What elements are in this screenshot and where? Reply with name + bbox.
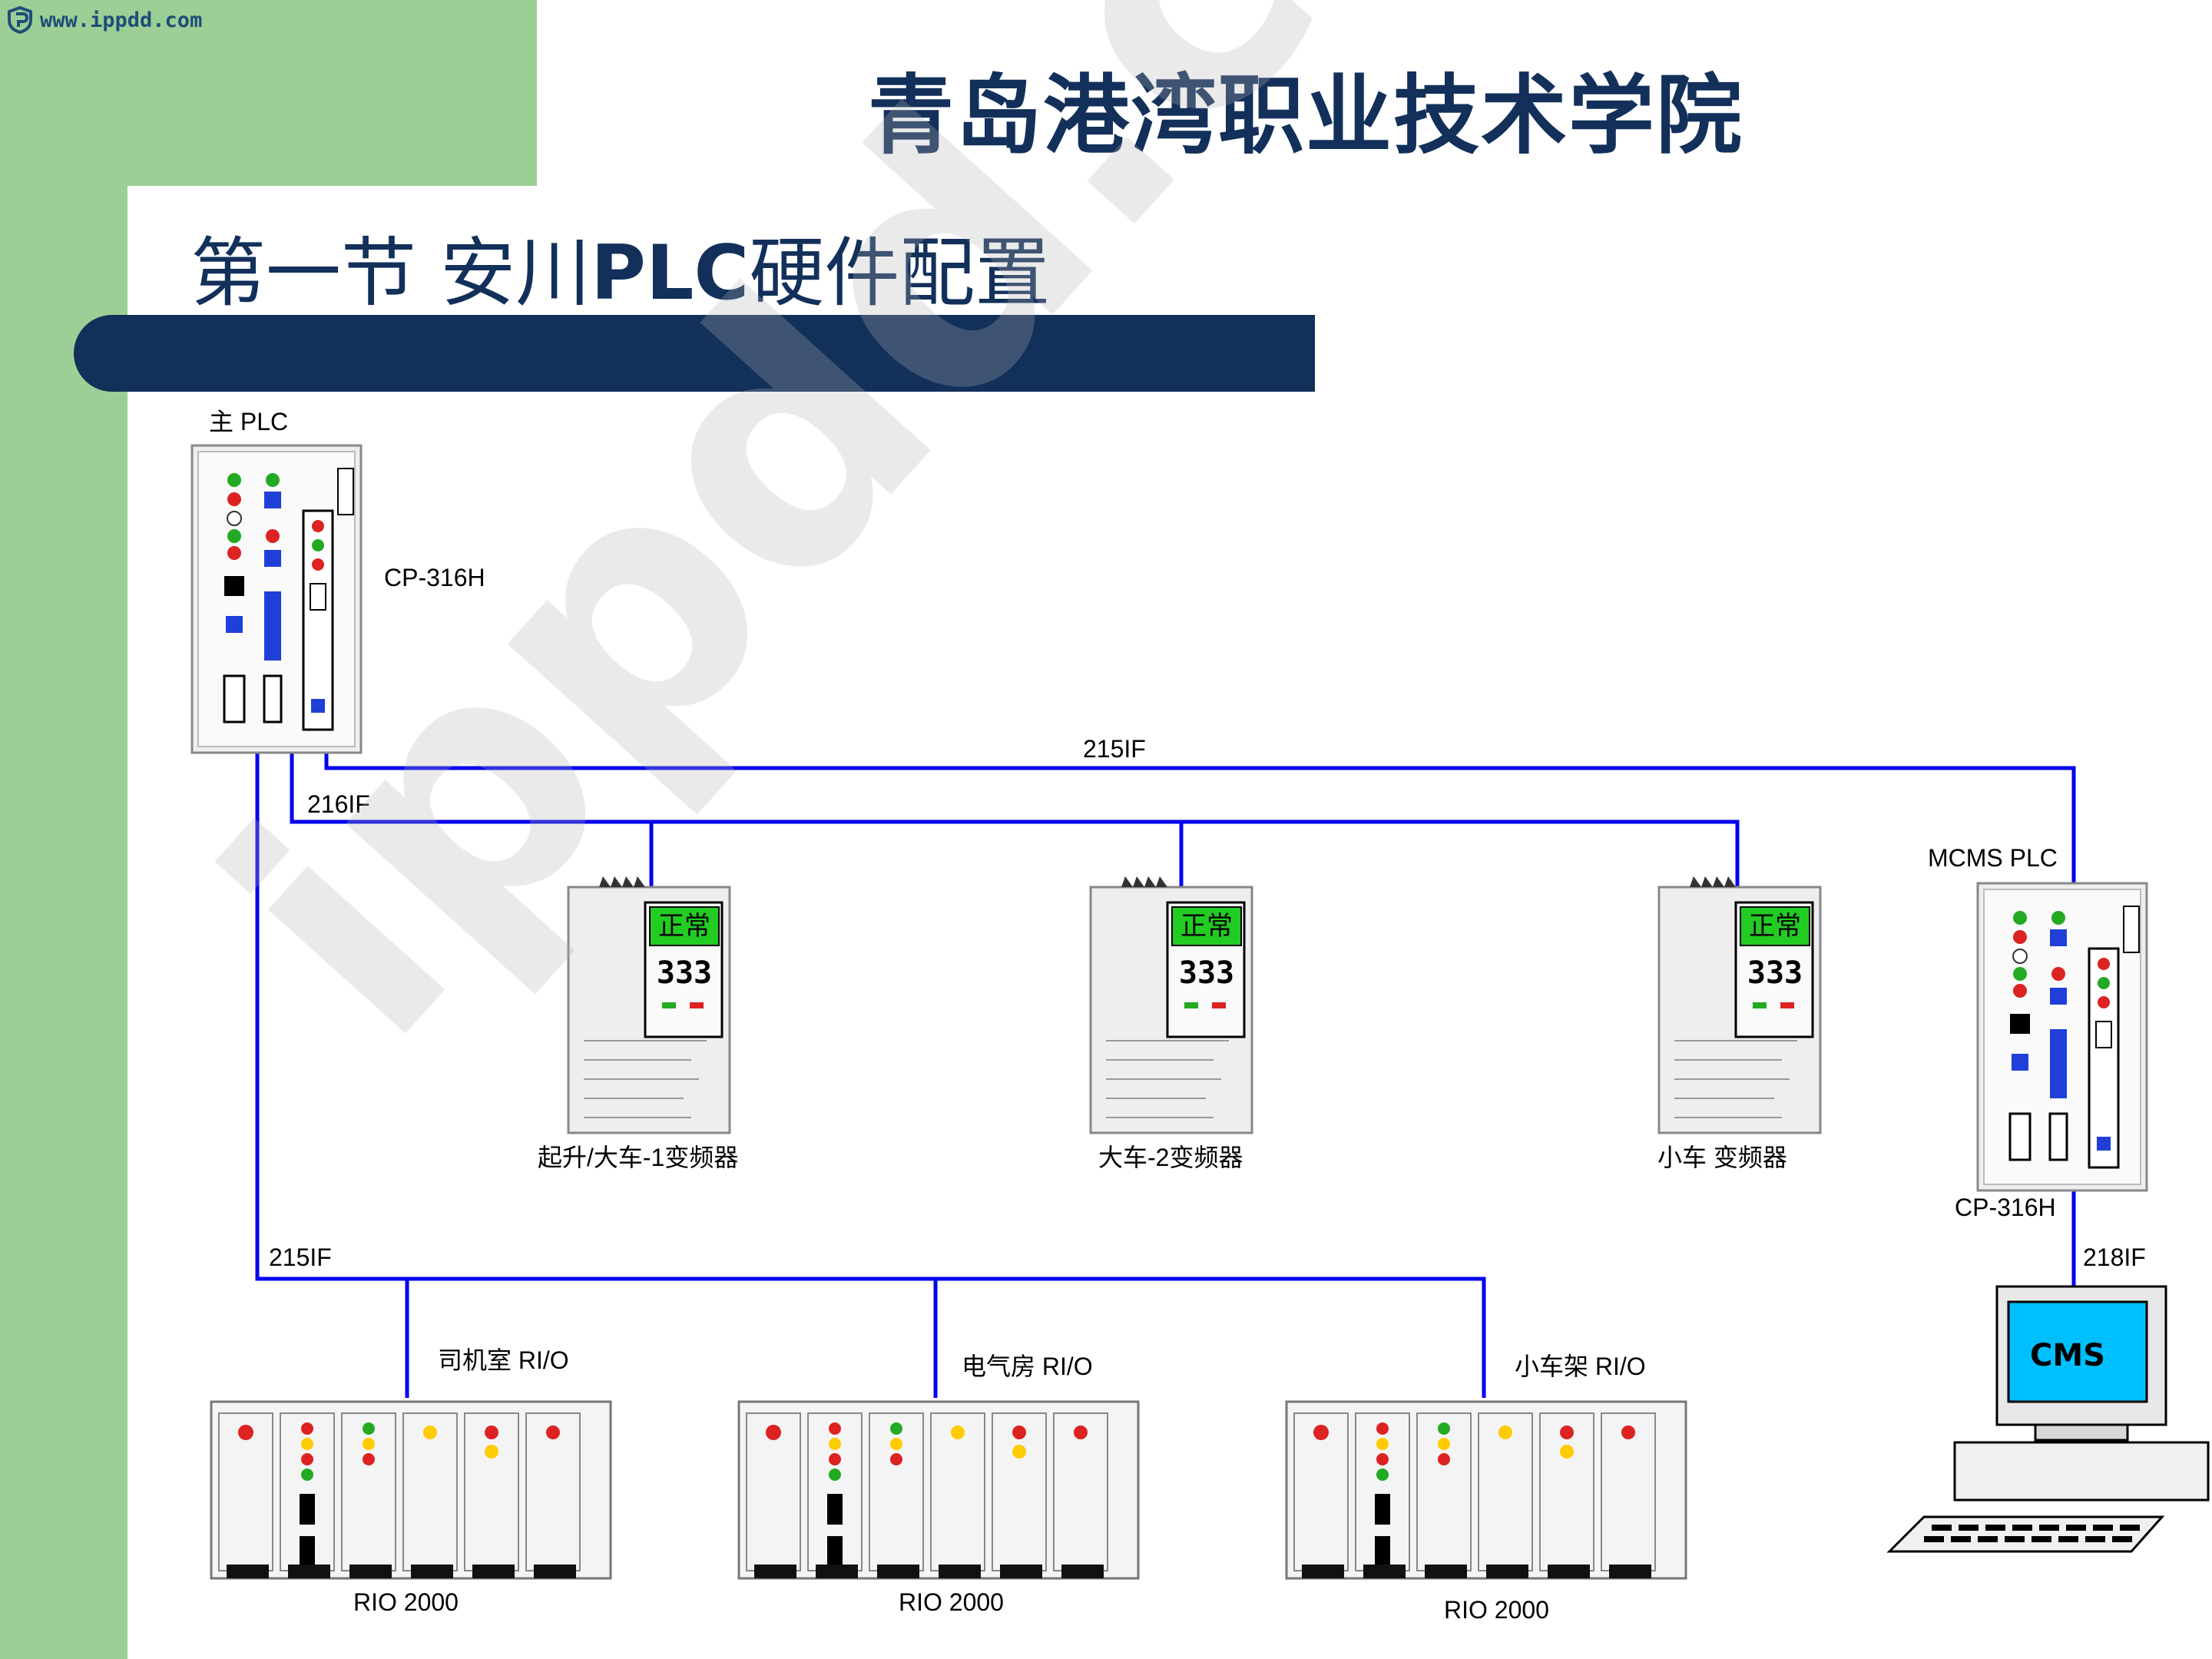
mcms-plc-label: MCMS PLC: [1928, 844, 2058, 872]
inverter-3: 小车 变频器: [1657, 875, 1822, 1171]
rio-2-label: 电气房 RI/O: [962, 1353, 1093, 1380]
inverter-1: 起升/大车-1变频器: [538, 875, 738, 1171]
rio-2-model: RIO 2000: [899, 1588, 1004, 1616]
bus-215-top-label: 215IF: [1083, 735, 1146, 763]
bus-218-label: 218IF: [2083, 1243, 2146, 1271]
bus-216-label: 216IF: [307, 790, 370, 818]
cms-computer: CMS: [1886, 1285, 2210, 1553]
main-plc-model: CP-316H: [384, 564, 485, 591]
green-side-panel: [0, 0, 127, 1659]
rio-3-label: 小车架 RI/O: [1515, 1353, 1646, 1380]
main-plc: 主 PLC CP-316H: [190, 408, 485, 754]
title-underline-bar: [74, 315, 1315, 392]
school-title: 青岛港湾职业技术学院: [868, 66, 1743, 166]
watermark-url: www.ippdd.com: [40, 8, 203, 32]
rio-rack-1: 司机室 RI/O RIO 2000: [210, 1346, 612, 1616]
cms-screen-text: CMS: [2030, 1338, 2105, 1373]
inverter-1-label: 起升/大车-1变频器: [538, 1144, 738, 1171]
section-title: 第一节 安川PLC硬件配置: [190, 212, 1050, 321]
watermark-logo: www.ippdd.com: [6, 6, 202, 34]
mcms-plc-model: CP-316H: [1955, 1194, 2056, 1221]
mcms-plc: MCMS PLC CP-316H: [1928, 844, 2148, 1221]
rio-1-model: RIO 2000: [353, 1588, 459, 1616]
bus-215-bottom-label: 215IF: [269, 1243, 332, 1271]
shield-icon: [8, 6, 32, 34]
inverter-3-label: 小车 变频器: [1657, 1144, 1787, 1171]
rio-rack-2: 电气房 RI/O RIO 2000: [737, 1353, 1140, 1616]
section-bold: PLC: [591, 230, 750, 317]
inverter-2: 大车-2变频器: [1089, 875, 1253, 1171]
main-plc-label: 主 PLC: [209, 408, 288, 435]
rio-rack-3: 小车架 RI/O RIO 2000: [1285, 1353, 1687, 1624]
inverter-2-label: 大车-2变频器: [1098, 1144, 1243, 1171]
section-prefix: 第一节 安川: [190, 230, 591, 317]
bus-lines: [255, 753, 2076, 1398]
section-suffix: 硬件配置: [749, 230, 1051, 317]
rio-3-model: RIO 2000: [1444, 1596, 1549, 1624]
rio-1-label: 司机室 RI/O: [438, 1346, 569, 1374]
